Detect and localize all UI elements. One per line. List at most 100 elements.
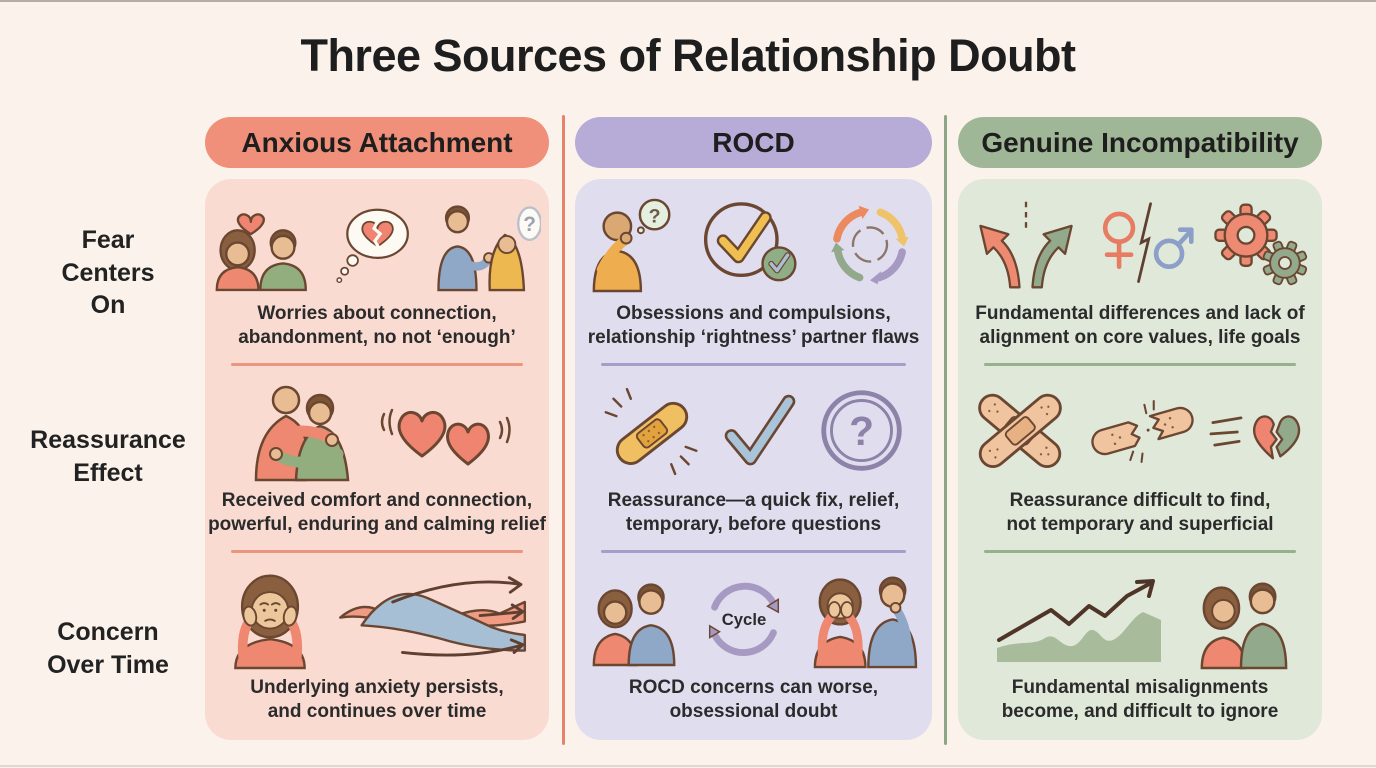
couple-with-question-cloud-icon: ? (437, 205, 541, 292)
row-label-line: Reassurance (30, 426, 186, 454)
cycle-arrows-icon (830, 205, 909, 285)
column-divider-2 (944, 115, 947, 745)
icon-row: Cycle (575, 553, 932, 676)
cell-caption: Received comfort and connection, powerfu… (208, 489, 546, 538)
hugging-couple-icon (254, 386, 349, 482)
bottom-edge-artifact (0, 765, 1376, 767)
row-label-line: Fear (81, 226, 135, 254)
caption-line: Obsessions and compulsions, (616, 302, 891, 324)
caption-line: Fundamental misalignments (1011, 676, 1269, 698)
bandage-icon (604, 387, 697, 475)
cell-caption: Fundamental differences and lack of alig… (975, 302, 1304, 351)
crossed-bandages-icon (977, 394, 1062, 469)
double-checkmark-circle-icon (703, 202, 797, 282)
cell-caption: Underlying anxiety persists, and continu… (250, 676, 503, 725)
icon-row (205, 366, 549, 489)
caption-line: Underlying anxiety persists, (250, 676, 504, 698)
caption-line: ROCD concerns can worse, (628, 676, 879, 698)
cell-caption: Worries about connection, abandonment, n… (238, 302, 516, 351)
broken-heart-icon (1209, 415, 1300, 460)
cell-rocd-fear: ? (575, 179, 932, 366)
row-label-line: Over Time (47, 650, 169, 679)
icon-row (958, 179, 1322, 302)
column-panel-rocd: ? (575, 179, 932, 740)
cell-caption: Reassurance difficult to find, not tempo… (1006, 489, 1273, 538)
top-edge-artifact (0, 0, 1376, 2)
caption-line: Reassurance difficult to find, (1009, 489, 1271, 511)
cell-incompatibility-reassurance: Reassurance difficult to find, not tempo… (958, 366, 1322, 553)
icon-row: ? (205, 179, 549, 302)
icon-row: ? (575, 366, 932, 489)
facing-couple-icon (1200, 582, 1288, 670)
column-panel-genuine-incompatibility: Fundamental differences and lack of alig… (958, 179, 1322, 740)
section-separator (601, 363, 906, 366)
caption-line: relationship ‘rightness’ partner flaws (587, 327, 920, 349)
caption-line: obsessional doubt (669, 701, 838, 723)
worried-person-question-icon: ? (592, 199, 670, 293)
cell-incompatibility-fear: Fundamental differences and lack of alig… (958, 179, 1322, 366)
row-label-line: On (90, 291, 126, 319)
two-hearts-icon (380, 408, 511, 466)
rising-trend-chart-icon (997, 578, 1161, 662)
cell-caption: Reassurance—a quick fix, relief, tempora… (608, 489, 899, 538)
broken-bandage-icon (1090, 400, 1194, 464)
caption-line: not temporary and superficial (1006, 514, 1274, 536)
section-separator (984, 550, 1296, 553)
cell-caption: ROCD concerns can worse, obsessional dou… (629, 676, 878, 725)
column-header-anxious-attachment: Anxious Attachment (205, 117, 549, 168)
diverging-arrows-icon (979, 201, 1073, 289)
gender-symbols-clash-icon (1102, 202, 1194, 283)
couple-with-heart-icon (215, 213, 307, 291)
column-divider-1 (562, 115, 565, 745)
gears-icon (1214, 203, 1308, 286)
cycle-loop-icon: Cycle (708, 583, 779, 657)
flowing-waves-arrows-icon (339, 576, 527, 657)
cell-caption: Obsessions and compulsions, relationship… (588, 302, 920, 351)
caption-line: and continues over time (267, 701, 487, 723)
distressed-couple-icon (813, 576, 917, 669)
caption-line: Worries about connection, (257, 302, 497, 324)
question-glyph: ? (648, 206, 660, 228)
section-separator (984, 363, 1296, 366)
question-glyph: ? (849, 408, 874, 454)
checkmark-icon (724, 394, 795, 466)
row-label-reassurance-effect: Reassurance Effect (8, 424, 208, 489)
cell-rocd-reassurance: ? Reassurance—a quick fix, relief, tempo… (575, 366, 932, 553)
page-title: Three Sources of Relationship Doubt (300, 30, 1076, 81)
couple-icon (592, 583, 675, 667)
icon-row (205, 553, 549, 676)
thought-bubble-broken-heart-icon (336, 208, 409, 283)
column-header-genuine-incompatibility: Genuine Incompatibility (958, 117, 1322, 168)
anxious-woman-icon (234, 574, 306, 670)
row-label-concern-over-time: Concern Over Time (8, 616, 208, 681)
cell-anxious-fear: ? Worries about connection, abandonment,… (205, 179, 549, 366)
cell-incompatibility-time: Fundamental misalignments become, and di… (958, 553, 1322, 740)
row-label-line: Effect (73, 458, 143, 487)
caption-line: abandonment, no not ‘enough’ (238, 327, 516, 349)
section-separator (231, 363, 523, 366)
row-label-fear-centers-on: Fear Centers On (8, 224, 208, 322)
icon-row (958, 553, 1322, 676)
icon-row: ? (575, 179, 932, 302)
cycle-label: Cycle (721, 610, 765, 629)
caption-line: Received comfort and connection, (221, 489, 533, 511)
column-header-rocd: ROCD (575, 117, 932, 168)
caption-line: Fundamental differences and lack of (975, 302, 1305, 324)
row-label-line: Centers (61, 258, 155, 287)
caption-line: become, and difficult to ignore (1001, 701, 1279, 723)
column-panel-anxious-attachment: ? Worries about connection, abandonment,… (205, 179, 549, 740)
caption-line: temporary, before questions (625, 514, 882, 536)
row-label-line: Concern (57, 618, 159, 646)
cell-caption: Fundamental misalignments become, and di… (1002, 676, 1279, 725)
cell-anxious-time: Underlying anxiety persists, and continu… (205, 553, 549, 740)
cell-rocd-time: Cycle ROCD concerns can worse, (575, 553, 932, 740)
cell-anxious-reassurance: Received comfort and connection, powerfu… (205, 366, 549, 553)
question-mark-circle-icon: ? (820, 390, 902, 472)
section-separator (601, 550, 906, 553)
caption-line: powerful, enduring and calming relief (208, 514, 546, 536)
question-glyph: ? (523, 213, 536, 236)
icon-row (958, 366, 1322, 489)
caption-line: alignment on core values, life goals (979, 327, 1301, 349)
caption-line: Reassurance—a quick fix, relief, (607, 489, 900, 511)
